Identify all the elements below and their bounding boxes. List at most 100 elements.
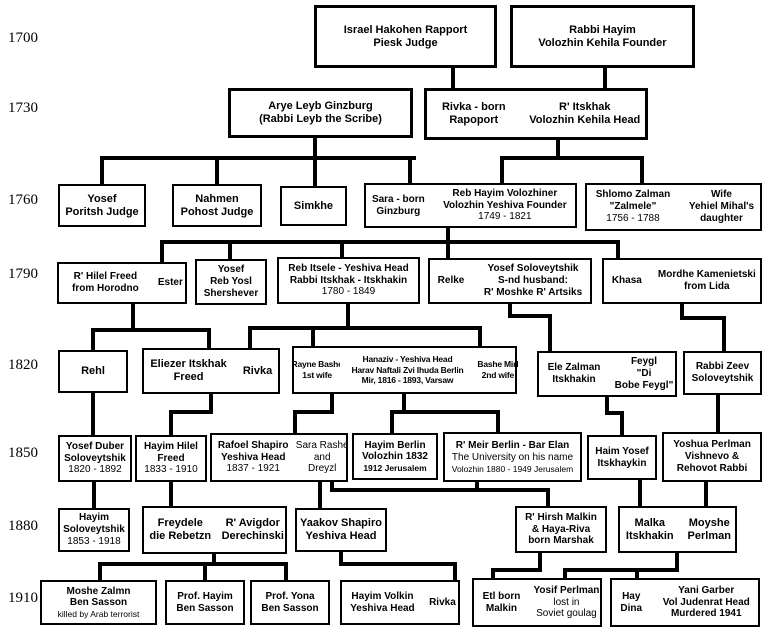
- text-line: Freed: [173, 371, 204, 383]
- text-line: "Zalmele": [609, 201, 657, 213]
- text-line: Reb Itsele - Yeshiva Head: [288, 262, 409, 274]
- text-line: Mir, 1816 - 1893, Varsaw: [361, 375, 454, 386]
- connector-line: [390, 410, 500, 414]
- text-line: from Horodno: [72, 283, 139, 294]
- text-line: Soloveytshik: [691, 373, 754, 384]
- connector-line: [318, 482, 322, 508]
- text-line: Soloveytshik: [63, 524, 125, 536]
- connector-line: [207, 328, 211, 348]
- text-line: Sara Rashe: [295, 439, 349, 451]
- connector-line: [248, 326, 482, 330]
- person-segment: Ester: [152, 264, 189, 302]
- timeline-year-label: 1700: [8, 30, 38, 46]
- text-line: Rabbi Zeev: [695, 361, 750, 373]
- connector-line: [500, 156, 504, 183]
- connector-line: [169, 410, 173, 435]
- text-line: die Rebetzn: [149, 530, 212, 542]
- text-line: Prof. Hayim: [177, 590, 233, 602]
- text-line: 1820 - 1892: [68, 464, 122, 476]
- text-line: Reb Yosl: [210, 276, 252, 288]
- connector-line: [92, 482, 96, 508]
- connector-line: [605, 411, 624, 415]
- connector-line: [91, 393, 95, 435]
- text-line: Volozhin 1832: [362, 451, 428, 463]
- connector-line: [100, 156, 104, 184]
- text-line: Shlomo Zalman: [595, 189, 671, 201]
- text-line: R' Meir Berlin - Bar Elan: [455, 440, 570, 452]
- text-line: 2nd wife: [481, 370, 515, 380]
- connector-line: [716, 395, 720, 432]
- text-line: Bashe Mirl: [477, 359, 519, 370]
- connector-line: [330, 394, 334, 412]
- connector-line: [563, 568, 679, 572]
- text-line: R' Itskhak: [559, 101, 611, 114]
- connector-line: [209, 394, 213, 412]
- connector-line: [311, 326, 315, 346]
- connector-line: [91, 328, 95, 350]
- text-line: Ben Sasson: [261, 602, 319, 614]
- text-line: Rehovot Rabbi: [676, 462, 748, 474]
- person-box-simkhe: Simkhe: [280, 186, 347, 226]
- timeline-year-label: 1910: [8, 590, 38, 606]
- text-line: born Marshak: [528, 535, 594, 547]
- person-segment: Relke: [430, 260, 472, 302]
- connector-line: [546, 488, 550, 506]
- connector-line: [538, 553, 542, 570]
- timeline-year-label: 1760: [8, 192, 38, 208]
- text-line: Feygl: [630, 356, 658, 368]
- timeline-year-label: 1850: [8, 445, 38, 461]
- text-line: & Haya-Riva: [531, 523, 591, 535]
- timeline-year-label: 1820: [8, 357, 38, 373]
- text-line: Ben Sasson: [176, 602, 234, 614]
- text-line: killed by Arab terrorist: [57, 609, 140, 620]
- text-line: Vishnevo &: [684, 451, 740, 463]
- text-line: 1749 - 1821: [478, 211, 532, 223]
- text-line: 1853 - 1918: [67, 535, 121, 547]
- text-line: Reb Hayim Volozhiner: [452, 187, 558, 199]
- connector-line: [680, 304, 684, 319]
- text-line: Ginzburg: [376, 205, 421, 217]
- person-segment: Arye Leyb Ginzburg(Rabbi Leyb the Scribe…: [231, 91, 410, 135]
- connector-line: [402, 394, 406, 412]
- connector-line: [496, 410, 500, 432]
- text-line: Rayne Bashe: [294, 359, 341, 370]
- connector-line: [131, 304, 135, 332]
- connector-line: [638, 480, 642, 506]
- text-line: "Di: [636, 368, 652, 380]
- connector-line: [169, 482, 173, 506]
- text-line: Rivka: [242, 364, 273, 377]
- connector-line: [408, 156, 412, 183]
- text-line: Freydele: [157, 517, 203, 530]
- connector-line: [675, 553, 679, 570]
- connector-line: [98, 562, 288, 566]
- text-line: Hayim Volkin: [351, 590, 414, 602]
- text-line: Relke: [437, 275, 465, 287]
- connector-line: [330, 482, 334, 490]
- connector-line: [203, 562, 207, 580]
- text-line: Yani Garber: [678, 584, 735, 596]
